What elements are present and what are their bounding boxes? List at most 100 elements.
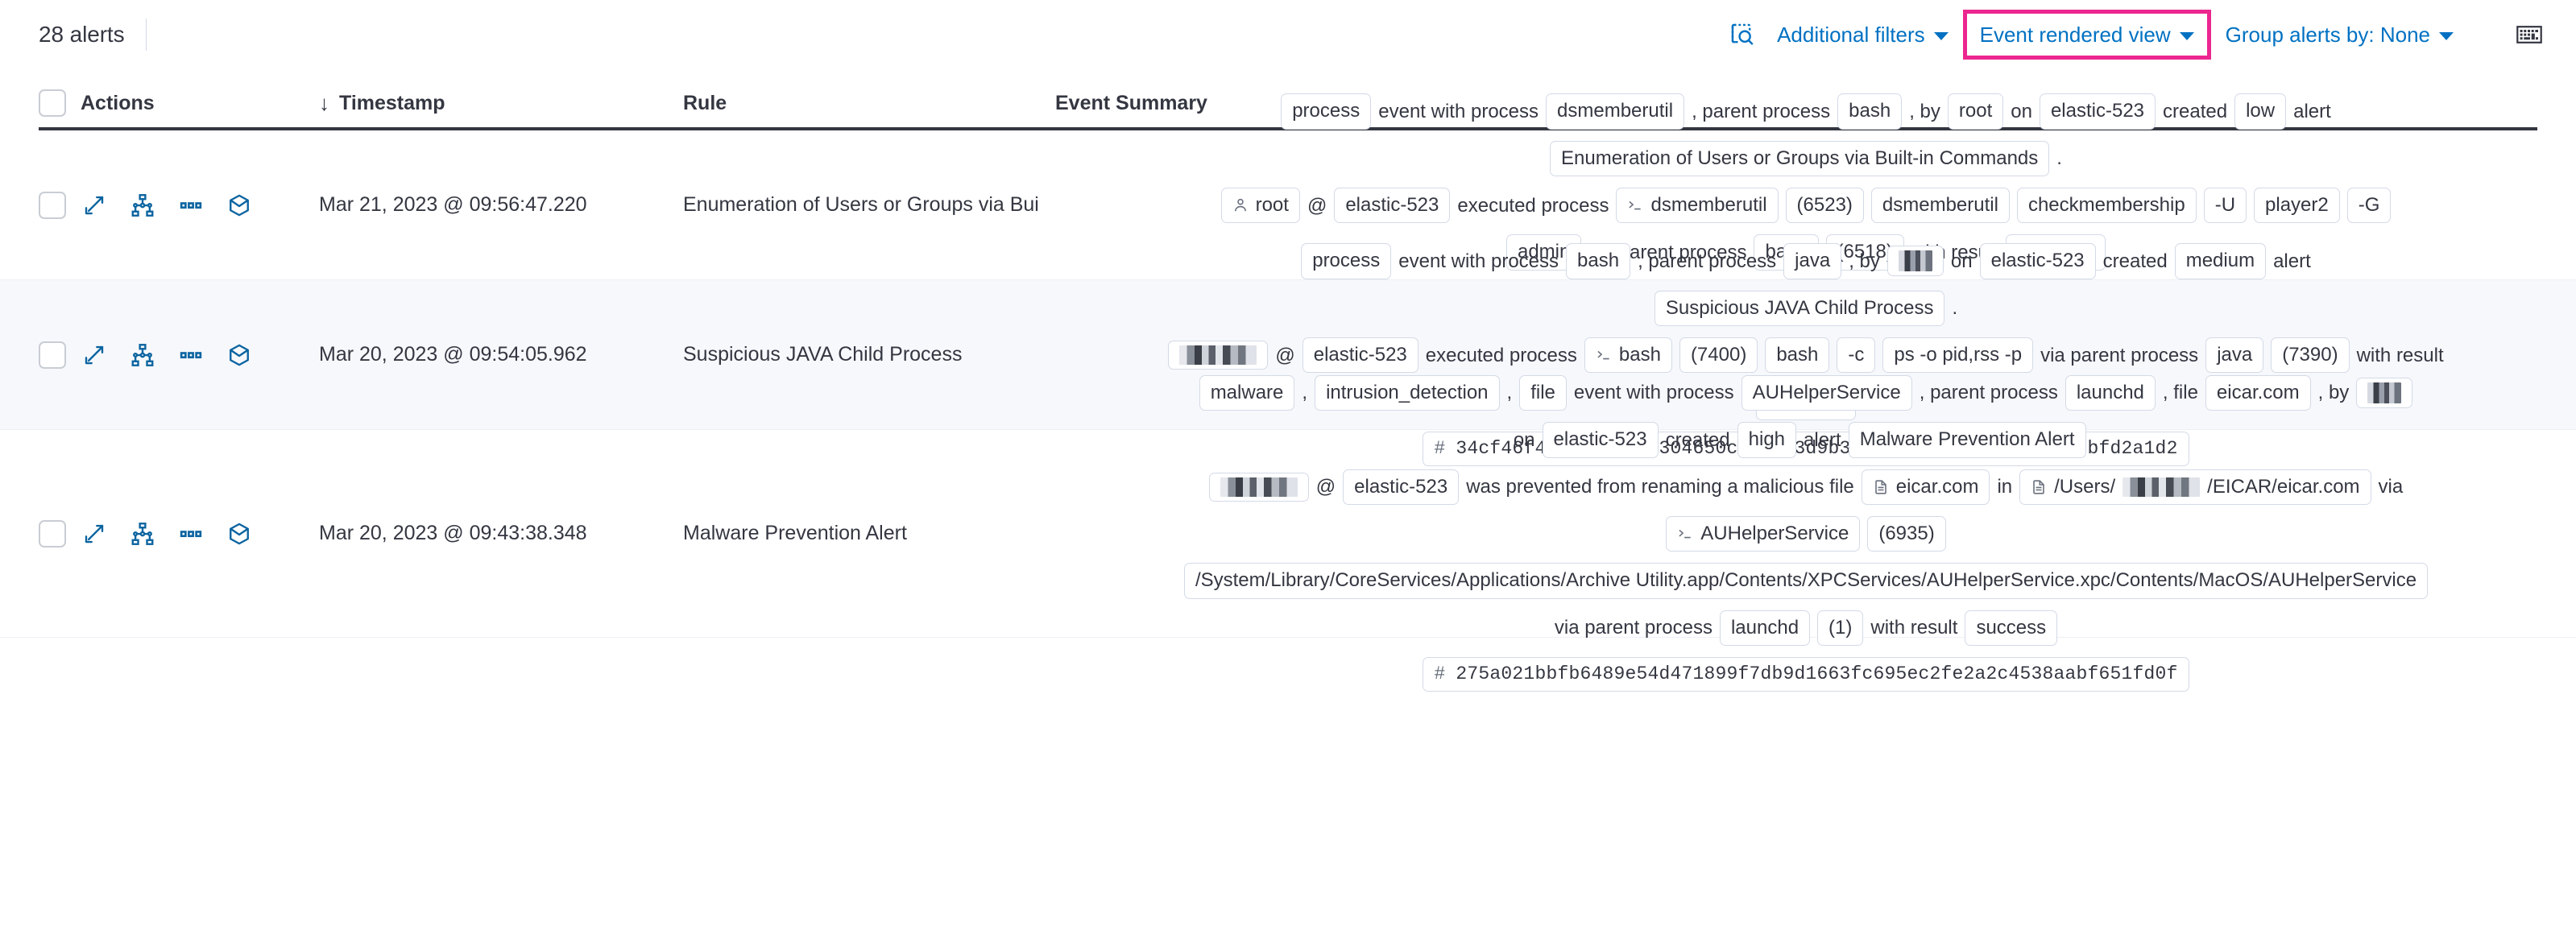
group-alerts-by-label: Group alerts by: None xyxy=(2225,22,2430,47)
group-alerts-by-button[interactable]: Group alerts by: None xyxy=(2214,14,2465,56)
summary-chip[interactable]: malware xyxy=(1199,374,1295,411)
alerts-table-body: Mar 21, 2023 @ 09:56:47.220 Enumeration … xyxy=(0,93,2576,934)
summary-chip[interactable]: elastic-523 xyxy=(1979,243,2096,279)
summary-chip-process[interactable]: bash xyxy=(1584,337,1672,374)
summary-chip[interactable]: launchd xyxy=(2065,374,2156,411)
row-rule-cell: Enumeration of Users or Groups via Bui xyxy=(683,193,1055,217)
chip-label: player2 xyxy=(2265,193,2329,216)
summary-chip[interactable]: -G xyxy=(2346,187,2392,224)
summary-chip[interactable]: bash xyxy=(1566,243,1631,279)
summary-chip[interactable]: dsmemberutil xyxy=(1870,187,2010,224)
summary-chip[interactable]: (7390) xyxy=(2271,337,2350,374)
summary-chip[interactable]: root xyxy=(1947,93,2004,130)
summary-chip[interactable]: -c xyxy=(1837,337,1876,374)
summary-chip-file-path[interactable]: /Users//EICAR/eicar.com xyxy=(2019,469,2371,505)
summary-chip[interactable]: Enumeration of Users or Groups via Built… xyxy=(1550,140,2050,176)
summary-chip[interactable]: elastic-523 xyxy=(1343,469,1460,505)
chip-label: success xyxy=(1976,616,2047,639)
chip-label: bash xyxy=(1849,100,1891,122)
summary-chip[interactable]: launchd xyxy=(1719,610,1811,647)
expand-alert-details-icon[interactable] xyxy=(81,192,108,219)
expand-alert-details-icon[interactable] xyxy=(81,520,108,548)
summary-text: , parent process xyxy=(1638,250,1777,272)
keyboard-icon[interactable] xyxy=(2507,19,2552,51)
summary-chip-redacted[interactable] xyxy=(1208,472,1309,502)
summary-chip[interactable]: bash xyxy=(1837,93,1903,130)
summary-chip[interactable]: process xyxy=(1281,93,1372,130)
summary-chip[interactable]: process xyxy=(1301,243,1392,279)
column-header-timestamp-label: Timestamp xyxy=(339,91,445,114)
table-row[interactable]: Mar 20, 2023 @ 09:43:38.348 Malware Prev… xyxy=(0,374,2576,692)
analyze-event-icon[interactable] xyxy=(129,341,156,369)
summary-chip[interactable]: low xyxy=(2234,93,2287,130)
summary-chip-user[interactable]: root xyxy=(1220,187,1300,224)
chip-label: root xyxy=(1255,193,1289,216)
more-actions-icon[interactable] xyxy=(177,520,205,548)
more-actions-icon[interactable] xyxy=(177,341,205,369)
column-header-timestamp[interactable]: ↓ Timestamp xyxy=(319,91,683,116)
summary-text: event with process xyxy=(1378,100,1539,122)
summary-chip[interactable]: Suspicious JAVA Child Process xyxy=(1654,290,1945,326)
summary-chip[interactable]: /System/Library/CoreServices/Application… xyxy=(1183,563,2429,599)
file-path-prefix: /Users/ xyxy=(2054,475,2116,498)
summary-chip[interactable]: success xyxy=(1965,610,2058,647)
summary-chip[interactable]: intrusion_detection xyxy=(1315,374,1500,411)
session-view-icon[interactable] xyxy=(226,192,253,219)
row-checkbox[interactable] xyxy=(39,191,66,219)
summary-chip-process[interactable]: dsmemberutil xyxy=(1616,187,1779,224)
select-all-checkbox[interactable] xyxy=(39,89,66,117)
column-header-rule[interactable]: Rule xyxy=(683,92,1055,115)
summary-chip[interactable]: player2 xyxy=(2254,187,2340,224)
summary-chip[interactable]: dsmemberutil xyxy=(1546,93,1685,130)
summary-chip[interactable]: java xyxy=(1783,243,1842,279)
summary-text: , by xyxy=(2317,382,2350,404)
summary-chip[interactable]: elastic-523 xyxy=(2039,93,2156,130)
inspect-search-icon[interactable] xyxy=(1719,14,1766,55)
summary-chip[interactable]: (6523) xyxy=(1785,187,1864,224)
summary-chip[interactable]: file xyxy=(1519,374,1567,411)
row-checkbox[interactable] xyxy=(39,341,66,369)
additional-filters-button[interactable]: Additional filters xyxy=(1766,14,1960,56)
event-rendered-view-button[interactable]: Event rendered view xyxy=(1970,18,2204,52)
expand-alert-details-icon[interactable] xyxy=(81,341,108,369)
chevron-down-icon xyxy=(1933,32,1949,40)
summary-chip[interactable]: elastic-523 xyxy=(1542,422,1659,458)
more-actions-icon[interactable] xyxy=(177,192,205,219)
summary-chip[interactable]: java xyxy=(2205,337,2264,374)
summary-chip-process[interactable]: AUHelperService xyxy=(1666,515,1861,552)
summary-chip[interactable]: (7400) xyxy=(1679,337,1758,374)
summary-chip[interactable]: -U xyxy=(2203,187,2247,224)
summary-chip[interactable]: medium xyxy=(2174,243,2267,279)
chip-label: (6523) xyxy=(1796,193,1853,216)
summary-chip[interactable]: ps -o pid,rss -p xyxy=(1882,337,2034,374)
chip-label: java xyxy=(2217,343,2253,366)
session-view-icon[interactable] xyxy=(226,520,253,548)
column-header-actions[interactable]: Actions xyxy=(81,92,319,115)
chip-label: low xyxy=(2246,100,2276,122)
summary-chip[interactable]: eicar.com xyxy=(2205,374,2311,411)
summary-chip-redacted[interactable] xyxy=(2356,378,2413,408)
summary-chip[interactable]: elastic-523 xyxy=(1334,187,1451,224)
summary-chip-redacted[interactable] xyxy=(1168,341,1269,370)
analyze-event-icon[interactable] xyxy=(129,520,156,548)
summary-text: , by xyxy=(1849,250,1880,272)
chip-label: AUHelperService xyxy=(1700,522,1849,544)
summary-chip[interactable]: (6935) xyxy=(1867,515,1946,552)
chip-label: launchd xyxy=(2076,381,2144,403)
summary-chip-redacted[interactable] xyxy=(1886,246,1944,277)
summary-chip[interactable]: bash xyxy=(1765,337,1830,374)
summary-chip[interactable]: checkmembership xyxy=(2016,187,2197,224)
summary-chip-file[interactable]: eicar.com xyxy=(1861,469,1990,505)
summary-chip[interactable]: high xyxy=(1737,422,1797,458)
row-checkbox[interactable] xyxy=(39,519,66,548)
summary-chip[interactable]: elastic-523 xyxy=(1302,337,1418,374)
analyze-event-icon[interactable] xyxy=(129,192,156,219)
summary-text: on xyxy=(1950,250,1973,272)
summary-chip[interactable]: Malware Prevention Alert xyxy=(1848,422,2086,458)
summary-chip[interactable]: (1) xyxy=(1817,610,1864,647)
summary-chip[interactable]: AUHelperService xyxy=(1741,374,1912,411)
column-header-event-summary[interactable]: Event Summary xyxy=(1055,92,2576,115)
summary-text: @ xyxy=(1307,194,1327,217)
summary-chip-hash[interactable]: #275a021bbfb6489e54d471899f7db9d1663fc69… xyxy=(1423,657,2189,692)
session-view-icon[interactable] xyxy=(226,341,253,369)
